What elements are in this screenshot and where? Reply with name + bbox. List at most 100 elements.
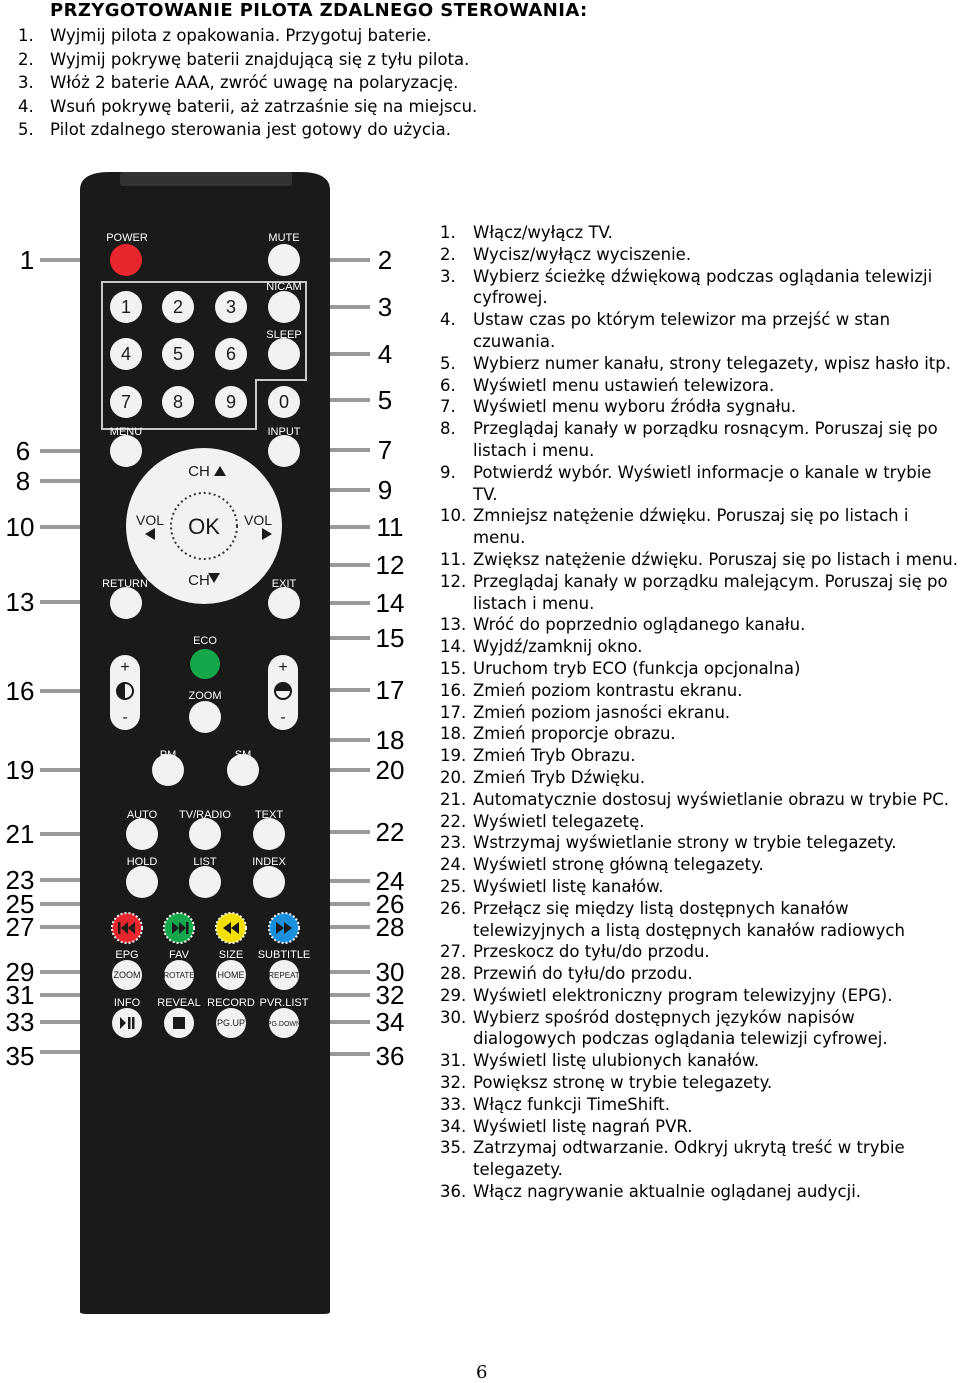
callout-number: 5 — [378, 385, 392, 415]
ch-up-arrow-icon[interactable] — [214, 466, 226, 476]
rotate-button[interactable] — [164, 960, 194, 990]
pg-up-button[interactable] — [216, 1008, 246, 1038]
digit-button[interactable] — [162, 338, 194, 370]
hold-button[interactable] — [126, 866, 158, 898]
digit-label: 9 — [226, 392, 236, 412]
callout-number: 35 — [6, 1041, 35, 1071]
digit-button[interactable] — [268, 386, 300, 418]
list-item: 17.Zmień poziom jasności ekranu. — [440, 702, 731, 722]
pg-down-button[interactable] — [269, 1008, 299, 1038]
zoom-small-button[interactable] — [112, 960, 142, 990]
repeat-label: REPEAT — [268, 971, 300, 980]
remote-body — [80, 172, 330, 1314]
button-functions-list: 1.Włącz/wyłącz TV. 2.Wycisz/wyłącz wycis… — [440, 222, 960, 1203]
hold-label: HOLD — [127, 856, 158, 868]
list-item: 14.Wyjdź/zamknij okno. — [440, 637, 643, 657]
list-item: 13.Wróć do poprzednio oglądanego kanału. — [440, 615, 806, 635]
list-item: 11.Zwiększ natężenie dźwięku. Poruszaj s… — [440, 549, 959, 569]
power-button[interactable] — [110, 244, 142, 276]
vol-left-label: VOL — [136, 512, 164, 528]
digit-button[interactable] — [215, 291, 247, 323]
list-item: 5.Wybierz numer kanału, strony telegazet… — [440, 353, 951, 373]
list-item: 19.Zmień Tryb Obrazu. — [440, 746, 636, 766]
digit-button[interactable] — [215, 338, 247, 370]
list-item: 28.Przewiń do tyłu/do przodu. — [440, 964, 693, 984]
play-pause-icon — [120, 1017, 135, 1029]
callout-number: 16 — [6, 676, 35, 706]
record-label: RECORD — [207, 997, 255, 1009]
input-label: INPUT — [268, 426, 301, 438]
vol-left-arrow-icon[interactable] — [145, 528, 155, 540]
input-button[interactable] — [268, 435, 300, 467]
zoom-label: ZOOM — [189, 690, 222, 702]
callout-number: 3 — [378, 292, 392, 322]
vol-right-label: VOL — [244, 512, 272, 528]
callout-number: 8 — [16, 466, 30, 496]
text-button[interactable] — [253, 818, 285, 850]
list-item: 2.Wycisz/wyłącz wyciszenie. — [440, 244, 692, 264]
digit-button[interactable] — [110, 338, 142, 370]
list-item: 15.Uruchom tryb ECO (funkcja opcjonalna) — [440, 658, 801, 678]
list-item: 8.Przeglądaj kanały w porządku rosnącym.… — [440, 419, 938, 460]
vol-right-arrow-icon[interactable] — [262, 528, 272, 540]
pg-down-label: PG.DOWN — [267, 1021, 301, 1028]
info-label: INFO — [114, 997, 141, 1009]
callout-number: 30 — [376, 957, 405, 987]
skip-forward-icon — [172, 922, 189, 934]
callout-number: 28 — [376, 912, 405, 942]
digit-button[interactable] — [162, 386, 194, 418]
list-item: 7.Wyświetl menu wyboru źródła sygnału. — [440, 397, 797, 417]
epg-label: EPG — [115, 949, 138, 961]
index-button[interactable] — [253, 866, 285, 898]
page-heading: PRZYGOTOWANIE PILOTA ZDALNEGO STEROWANIA… — [50, 0, 588, 21]
list-item: 33.Włącz funkcji TimeShift. — [440, 1094, 670, 1114]
exit-button[interactable] — [268, 587, 300, 619]
callout-number: 36 — [376, 1041, 405, 1071]
callout-number: 27 — [6, 912, 35, 942]
callout-number: 32 — [376, 980, 405, 1010]
digit-button[interactable] — [162, 291, 194, 323]
pm-button[interactable] — [152, 754, 184, 786]
ch-down-arrow-icon[interactable] — [208, 573, 220, 583]
stop-icon — [173, 1017, 185, 1029]
brightness-plus-label: + — [278, 659, 287, 676]
digit-label: 6 — [226, 344, 236, 364]
number-block-outline — [101, 281, 307, 430]
list-item: 18.Zmień proporcje obrazu. — [440, 724, 676, 744]
contrast-minus-label: - — [122, 709, 127, 726]
page-number: 6 — [476, 1362, 488, 1383]
mute-button[interactable] — [268, 244, 300, 276]
callout-number: 29 — [6, 957, 35, 987]
zoom-button[interactable] — [189, 701, 221, 733]
nicam-button[interactable] — [268, 291, 300, 323]
eco-button[interactable] — [190, 649, 220, 679]
list-item: 6.Wyświetl menu ustawień telewizora. — [440, 375, 775, 395]
sm-button[interactable] — [227, 754, 259, 786]
auto-button[interactable] — [126, 818, 158, 850]
pvr-list-label: PVR.LIST — [260, 997, 309, 1009]
list-item: 36.Włącz nagrywanie aktualnie oglądanej … — [440, 1182, 862, 1202]
menu-button[interactable] — [110, 435, 142, 467]
ch-up-label: CH — [188, 463, 210, 480]
home-button[interactable] — [216, 960, 246, 990]
list-item: 3.Wybierz ścieżkę dźwiękową podczas oglą… — [440, 266, 933, 308]
sleep-button[interactable] — [268, 338, 300, 370]
digit-button[interactable] — [110, 386, 142, 418]
callout-number: 22 — [376, 817, 405, 847]
play-pause-button[interactable] — [112, 1008, 142, 1038]
brightness-rocker[interactable] — [268, 655, 298, 730]
brightness-minus-label: - — [280, 709, 285, 726]
tv-radio-button[interactable] — [189, 818, 221, 850]
repeat-button[interactable] — [269, 960, 299, 990]
callout-number: 6 — [16, 436, 30, 466]
return-button[interactable] — [110, 587, 142, 619]
callout-number: 2 — [378, 245, 392, 275]
callout-number: 33 — [6, 1007, 35, 1037]
callout-number: 24 — [376, 866, 405, 896]
ok-button[interactable] — [170, 492, 238, 560]
list-button[interactable] — [189, 866, 221, 898]
digit-label: 8 — [173, 392, 183, 412]
digit-label: 4 — [121, 344, 131, 364]
digit-button[interactable] — [110, 291, 142, 323]
digit-button[interactable] — [215, 386, 247, 418]
